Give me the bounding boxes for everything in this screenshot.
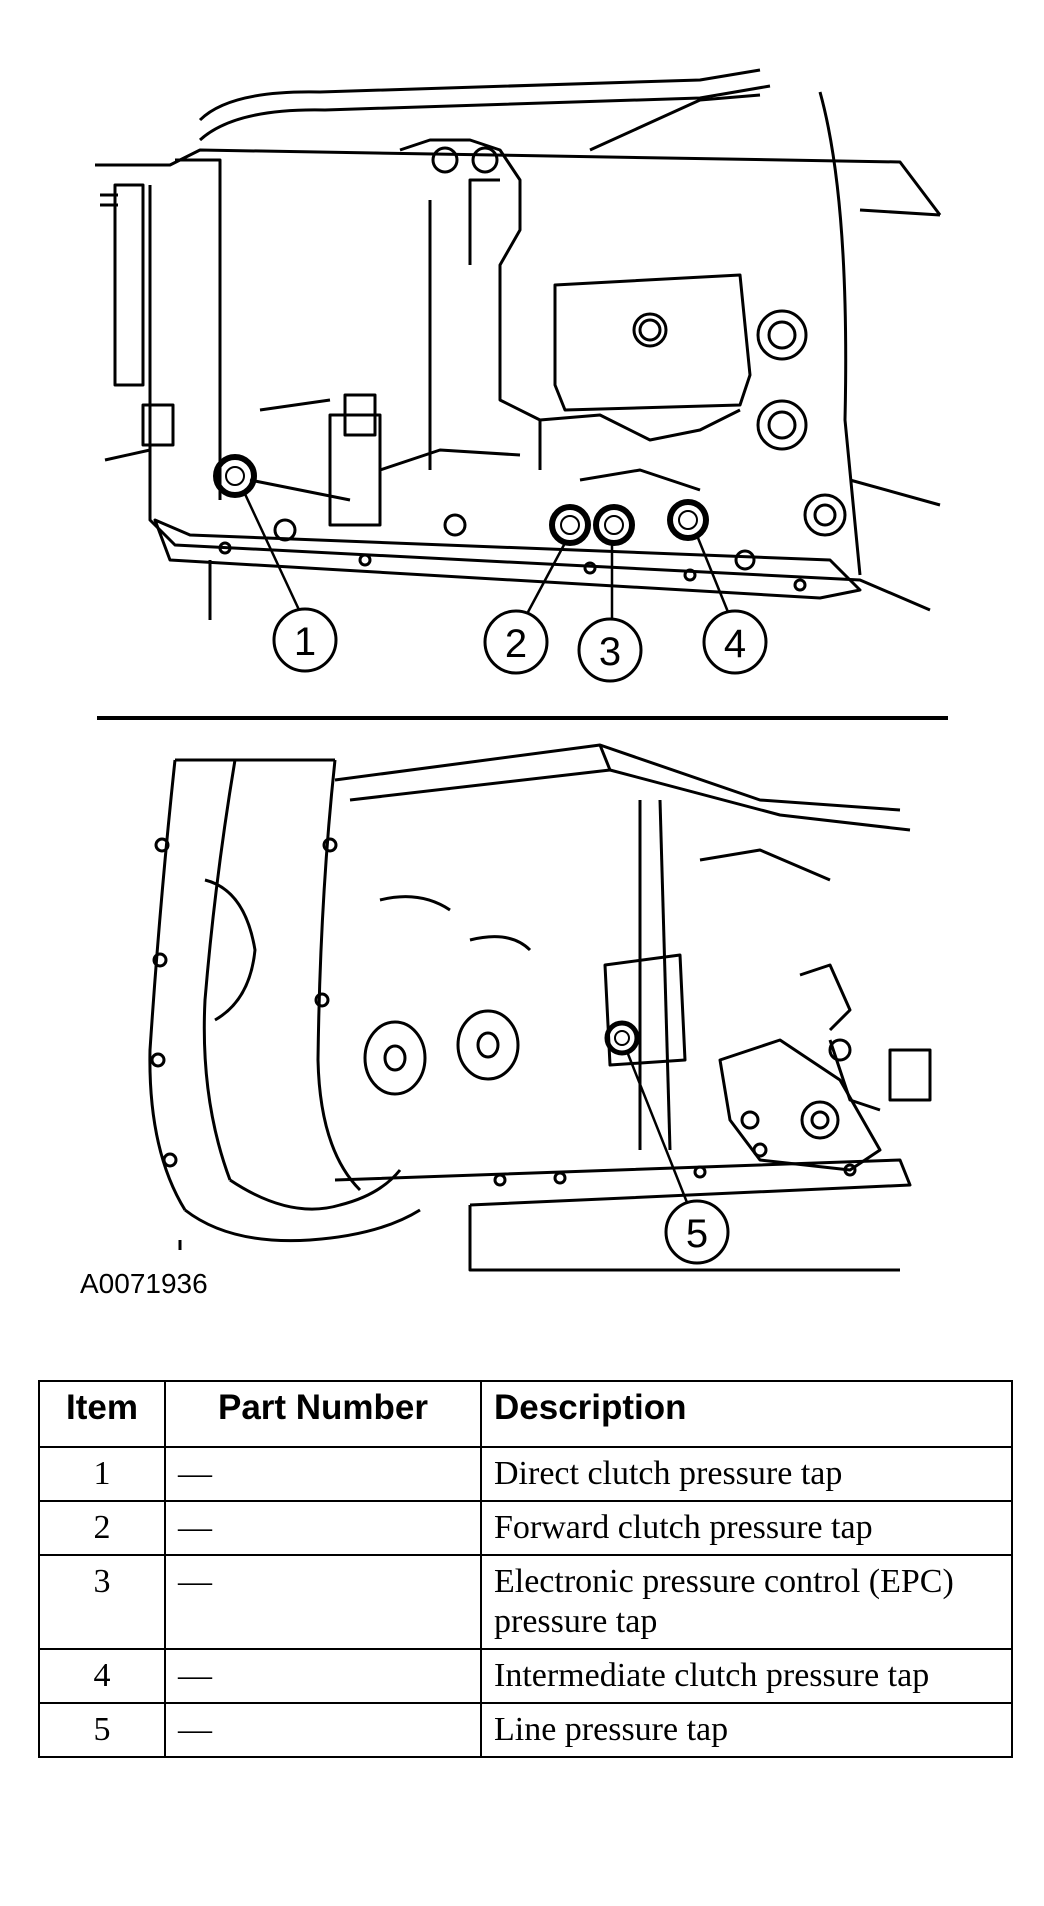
callout-5: 5: [664, 1199, 730, 1265]
bottom-view-illustration: [148, 743, 932, 1272]
header-part-number: Part Number: [164, 1380, 482, 1448]
pressure-taps-top: [213, 454, 709, 546]
header-item: Item: [38, 1380, 166, 1448]
callout-4-label: 4: [724, 622, 746, 666]
table-row: 3 — Electronic pressure control (EPC) pr…: [38, 1554, 1013, 1650]
row-description: Electronic pressure control (EPC) pressu…: [480, 1554, 1013, 1650]
row-item: 1: [38, 1446, 166, 1502]
pressure-taps-bottom: [604, 1020, 640, 1056]
callout-4: 4: [702, 609, 768, 675]
pressure-tap-4-icon: [667, 499, 709, 541]
callout-1-label: 1: [294, 620, 316, 664]
row-item: 2: [38, 1500, 166, 1556]
table-header-row: Item Part Number Description: [38, 1380, 1013, 1448]
row-description: Forward clutch pressure tap: [480, 1500, 1013, 1556]
transmission-diagram: 1 2 3 4: [95, 68, 948, 1272]
top-view-illustration: [95, 68, 942, 620]
table-row: 4 — Intermediate clutch pressure tap: [38, 1648, 1013, 1704]
callout-3: 3: [577, 617, 643, 683]
pressure-tap-1-icon: [213, 454, 257, 498]
callout-2: 2: [483, 609, 549, 675]
table-row: 2 — Forward clutch pressure tap: [38, 1500, 1013, 1556]
row-part-number: —: [164, 1702, 482, 1758]
callout-2-label: 2: [505, 622, 527, 666]
pressure-tap-3-icon: [593, 504, 635, 546]
row-description: Direct clutch pressure tap: [480, 1446, 1013, 1502]
callout-5-label: 5: [686, 1212, 708, 1256]
pressure-tap-5-icon: [604, 1020, 640, 1056]
row-description: Line pressure tap: [480, 1702, 1013, 1758]
leader-lines-top: [243, 493, 730, 620]
row-item: 3: [38, 1554, 166, 1650]
row-item: 4: [38, 1648, 166, 1704]
row-part-number: —: [164, 1446, 482, 1502]
parts-table: Item Part Number Description 1 — Direct …: [38, 1380, 1013, 1758]
leader-line-5: [626, 1053, 690, 1206]
callout-3-label: 3: [599, 630, 621, 674]
row-part-number: —: [164, 1500, 482, 1556]
figure-id-label: A0071936: [80, 1268, 208, 1299]
pressure-tap-2-icon: [549, 504, 591, 546]
callout-1: 1: [272, 607, 338, 673]
header-description: Description: [480, 1380, 1013, 1448]
table-row: 1 — Direct clutch pressure tap: [38, 1446, 1013, 1502]
row-description: Intermediate clutch pressure tap: [480, 1648, 1013, 1704]
row-part-number: —: [164, 1554, 482, 1650]
row-part-number: —: [164, 1648, 482, 1704]
row-item: 5: [38, 1702, 166, 1758]
table-row: 5 — Line pressure tap: [38, 1702, 1013, 1758]
